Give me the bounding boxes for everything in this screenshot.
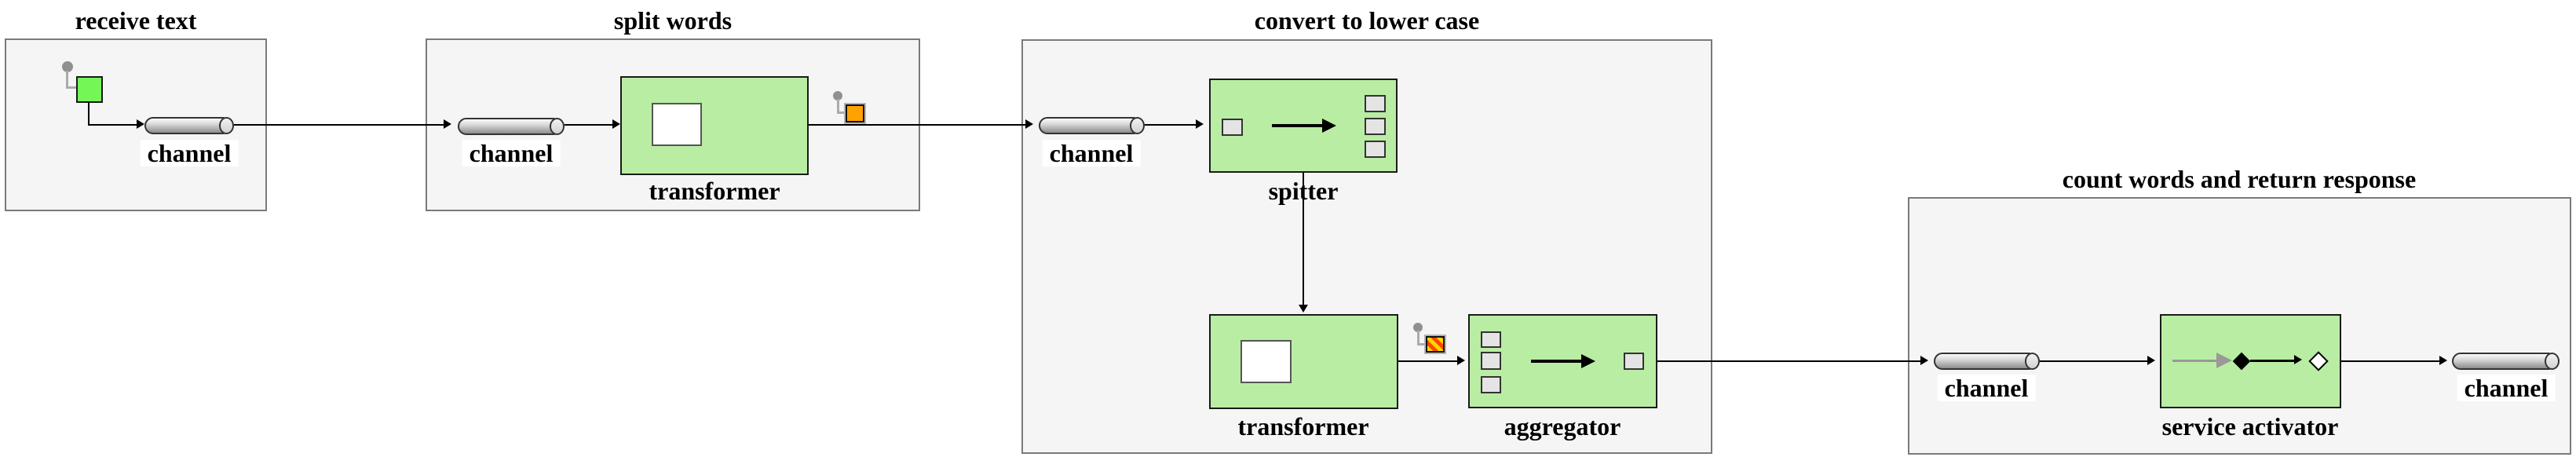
- splitter-input-square: [1222, 119, 1243, 136]
- transformer-icon: [1209, 314, 1398, 409]
- transformer-label: transformer: [1237, 412, 1369, 441]
- aggregator-input-square: [1481, 331, 1501, 348]
- striped-poller-pin-icon: [1413, 323, 1423, 332]
- channel-body: [144, 117, 228, 134]
- channel-cap: [2025, 353, 2040, 370]
- channel-cylinder-icon: [1039, 117, 1145, 134]
- channel-body: [458, 118, 558, 135]
- arrowhead-icon: [137, 119, 144, 129]
- arrowhead-icon: [2294, 355, 2302, 364]
- service-activator-arrow: [2250, 360, 2294, 362]
- channel-cylinder-icon: [2452, 353, 2560, 370]
- channel-body: [1934, 353, 2033, 370]
- arrowhead-icon: [444, 119, 451, 129]
- splitter-arrowhead-icon: [1322, 119, 1336, 133]
- channel-label: channel: [2457, 375, 2556, 401]
- arrowhead-icon: [612, 119, 620, 129]
- group-title: split words: [613, 6, 733, 35]
- gateway-pin-stem: [66, 86, 76, 89]
- aggregator-input-square: [1481, 352, 1501, 370]
- connector-line: [565, 124, 612, 126]
- transformer-inner-square: [652, 103, 702, 146]
- channel-label: channel: [462, 140, 561, 166]
- connector-line: [88, 103, 90, 125]
- connector-line: [2341, 360, 2439, 362]
- poller-square-icon: [844, 103, 866, 124]
- connector-line: [1145, 124, 1196, 126]
- service-activator-gray-arrowhead-icon: [2216, 353, 2232, 368]
- channel-body: [2452, 353, 2553, 370]
- arrowhead-icon: [1920, 356, 1928, 365]
- channel-body: [1039, 117, 1138, 134]
- connector-line: [1398, 360, 1457, 362]
- channel-cylinder-icon: [1934, 353, 2040, 370]
- striped-poller-pin-stem: [1417, 343, 1426, 345]
- channel-cap: [550, 118, 565, 135]
- splitter-output-square: [1365, 118, 1386, 135]
- gateway-square-icon: [76, 76, 103, 103]
- poller-pin-stem: [837, 99, 839, 114]
- group-title: count words and return response: [2062, 165, 2417, 193]
- transformer-label: transformer: [649, 177, 780, 205]
- service-activator-label: service activator: [2161, 412, 2339, 441]
- service-activator-gray-arrow: [2172, 360, 2216, 362]
- splitter-output-square: [1365, 95, 1386, 112]
- aggregator-arrowhead-icon: [1581, 354, 1595, 368]
- transformer-icon: [620, 76, 809, 175]
- connector-line: [809, 124, 1025, 126]
- channel-cap: [1130, 117, 1145, 134]
- channel-cap: [2545, 353, 2560, 370]
- connector-line: [1657, 360, 1920, 362]
- gateway-pin-stem: [66, 71, 68, 89]
- arrowhead-icon: [2439, 356, 2447, 365]
- channel-cap: [219, 117, 234, 134]
- arrowhead-icon: [1196, 119, 1204, 129]
- connector-line: [88, 124, 137, 126]
- splitter-output-square: [1365, 141, 1386, 158]
- poller-pin-icon: [833, 91, 842, 101]
- group-title: convert to lower case: [1254, 6, 1480, 35]
- channel-cylinder-icon: [144, 117, 234, 134]
- channel-cylinder-icon: [458, 118, 565, 135]
- arrowhead-icon: [1457, 356, 1465, 365]
- splitter-label: spitter: [1268, 177, 1339, 205]
- aggregator-input-square: [1481, 376, 1501, 393]
- gateway-pin-icon: [62, 61, 73, 72]
- splitter-arrow: [1272, 124, 1322, 127]
- channel-label: channel: [1937, 375, 2036, 401]
- channel-label: channel: [140, 140, 239, 166]
- aggregator-output-square: [1624, 353, 1644, 370]
- arrowhead-icon: [1025, 119, 1033, 129]
- group-title: receive text: [75, 6, 197, 35]
- connector-line: [1303, 173, 1304, 305]
- striped-poller-pin-stem: [1417, 331, 1420, 345]
- poller-pin-stem: [837, 112, 846, 114]
- aggregator-label: aggregator: [1504, 412, 1621, 441]
- connector-line: [234, 124, 444, 126]
- arrowhead-icon: [1299, 305, 1308, 313]
- transformer-inner-square: [1240, 340, 1292, 383]
- channel-label: channel: [1042, 140, 1141, 166]
- arrowhead-icon: [2147, 356, 2155, 365]
- aggregator-arrow: [1531, 360, 1581, 363]
- striped-poller-square-icon: [1424, 335, 1446, 354]
- connector-line: [2040, 360, 2147, 362]
